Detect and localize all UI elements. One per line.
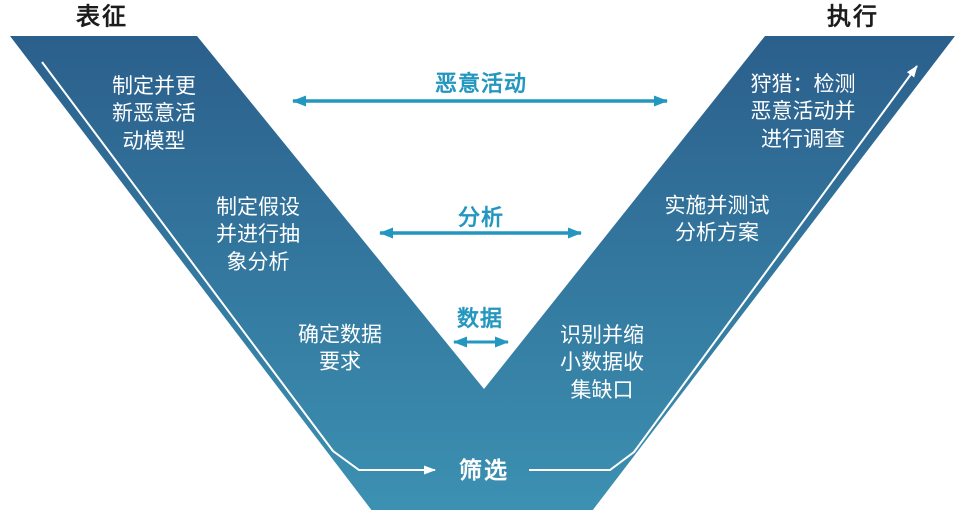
right-flow-arrow <box>529 65 918 471</box>
v-band <box>10 36 955 510</box>
left-flow-arrow <box>41 61 436 475</box>
